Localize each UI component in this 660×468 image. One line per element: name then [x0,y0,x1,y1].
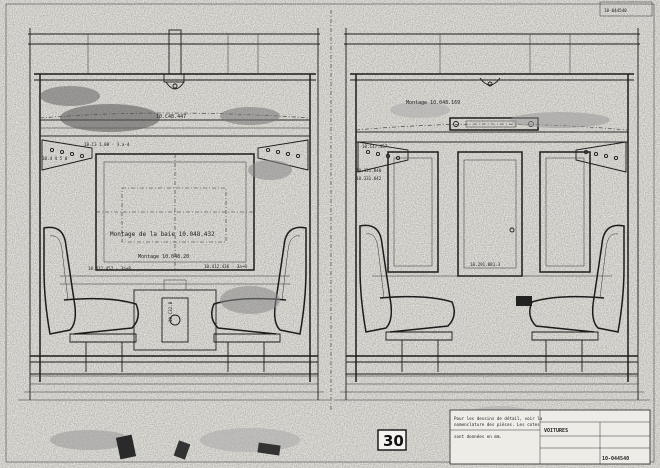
sheet-number-box [377,429,407,451]
left-seat [43,226,139,372]
left-ref-b: 10.4 4 5 0 [42,156,68,161]
sheet-border [5,3,655,463]
title-note-1: Pour les dessins de détail, voir la [454,416,543,421]
left-ref-top: 10.C48.447 [156,114,186,120]
left-ref-low-b: 10.412.436 - 3a+8 [204,264,247,269]
right-ref-door: 10.291.081.3 [470,262,501,267]
right-ref-top: Montage 10.048.169 [406,100,460,106]
left-ref-a: 10.C3 1.08 - 3.a-4 [84,142,130,147]
partition-panel-right [539,151,591,273]
right-ref-a: 10.C47.457 [362,144,388,149]
left-ref-center: Montage de la baie 10.048.432 [110,231,215,238]
title-heading: VOITURES [544,428,568,434]
corner-stamp-box [599,1,653,17]
partition-panel-left [387,151,439,273]
left-ref-vert: 10.C32.B [168,301,173,322]
left-ref-low-a: 10.412.457 - 3a+8 [88,266,131,271]
corner-stamp: 10-044540 [604,8,627,13]
sheet-number: 30 [383,432,404,450]
title-block [449,409,651,465]
title-drawing-number: 10-044540 [602,456,629,462]
right-coach-section [334,28,650,401]
left-coach-section [18,28,330,401]
title-note-2: nomenclature des pièces. Les cotes [454,422,540,427]
left-rack-bracket [41,139,93,171]
right-rack-bracket [257,139,309,171]
left-ref-mount: Montage 10.048.20 [138,254,189,260]
right-panel-a: 10.331.840 [356,168,382,173]
title-note-3: sont données en mm. [454,434,502,439]
right-panel-b: 10.331.842 [356,176,382,181]
